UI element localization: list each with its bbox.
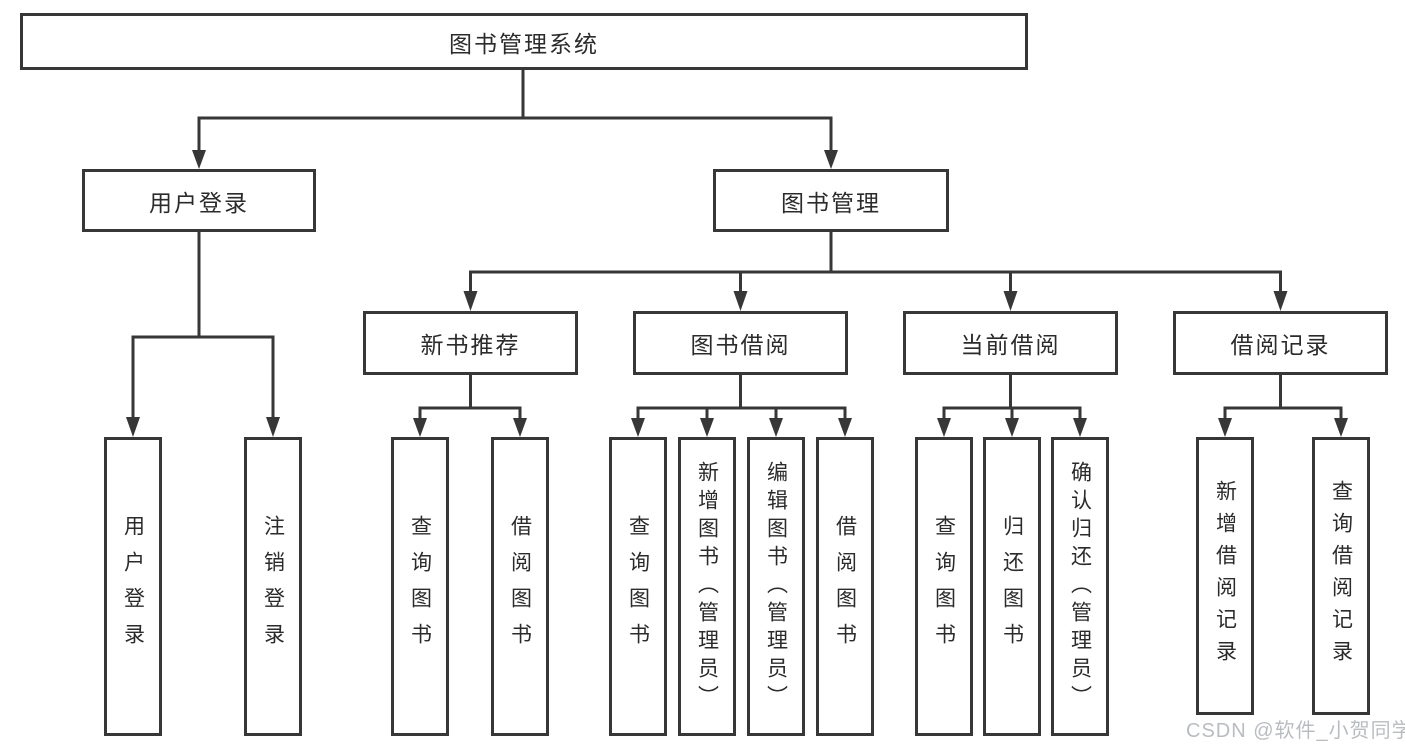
arrow-down-icon xyxy=(1218,418,1232,437)
arrow-down-icon xyxy=(126,417,140,437)
leaf-user-login: 用户登录 xyxy=(104,437,162,736)
node-book-management: 图书管理 xyxy=(713,169,949,232)
arrow-down-icon xyxy=(937,418,951,437)
leaf-label: 新增借阅记录 xyxy=(1213,480,1237,672)
leaf-label: 新增图书（管理员） xyxy=(695,460,719,713)
arrow-down-icon xyxy=(513,418,527,437)
leaf-label: 借阅图书 xyxy=(508,514,532,659)
csdn-watermark: CSDN @软件_小贺同学 xyxy=(1186,720,1405,742)
leaf-borrow-books-recommend: 借阅图书 xyxy=(491,437,549,736)
arrow-down-icon xyxy=(838,418,852,437)
arrow-down-icon xyxy=(413,418,427,437)
leaf-query-books-recommend: 查询图书 xyxy=(391,437,449,736)
leaf-borrow-books: 借阅图书 xyxy=(816,437,874,736)
node-label: 借阅记录 xyxy=(1230,332,1331,358)
node-borrowing-records: 借阅记录 xyxy=(1173,311,1388,375)
arrow-down-icon xyxy=(266,417,280,437)
leaf-label: 注销登录 xyxy=(261,514,285,659)
node-current-borrowing: 当前借阅 xyxy=(903,311,1118,375)
arrow-down-icon xyxy=(1073,418,1087,437)
leaf-add-book-admin: 新增图书（管理员） xyxy=(678,437,736,736)
arrow-down-icon xyxy=(824,150,838,169)
leaf-label: 查询图书 xyxy=(626,514,650,659)
arrow-down-icon xyxy=(733,291,748,311)
leaf-return-book: 归还图书 xyxy=(983,437,1041,736)
leaf-add-borrow-record: 新增借阅记录 xyxy=(1196,437,1254,715)
node-label: 图书管理 xyxy=(781,189,881,216)
leaf-edit-book-admin: 编辑图书（管理员） xyxy=(747,437,805,736)
leaf-confirm-return-admin: 确认归还（管理员） xyxy=(1051,437,1109,736)
arrow-down-icon xyxy=(700,418,714,437)
arrow-down-icon xyxy=(1334,418,1348,437)
leaf-label: 查询图书 xyxy=(408,514,432,659)
node-new-book-recommend: 新书推荐 xyxy=(363,311,578,375)
leaf-label: 确认归还（管理员） xyxy=(1068,460,1092,713)
arrow-down-icon xyxy=(631,418,645,437)
node-label: 图书管理系统 xyxy=(449,30,599,57)
arrow-down-icon xyxy=(192,150,206,169)
leaf-label: 编辑图书（管理员） xyxy=(764,460,788,713)
leaf-label: 借阅图书 xyxy=(833,514,857,659)
node-label: 图书借阅 xyxy=(690,332,791,358)
leaf-query-books-current: 查询图书 xyxy=(915,437,973,736)
node-user-login: 用户登录 xyxy=(82,169,316,232)
leaf-label: 查询图书 xyxy=(932,514,956,659)
node-label: 当前借阅 xyxy=(960,332,1061,358)
arrow-down-icon xyxy=(769,418,783,437)
node-root-system: 图书管理系统 xyxy=(20,13,1028,70)
leaf-query-books-borrowing: 查询图书 xyxy=(609,437,667,736)
arrow-down-icon xyxy=(1005,418,1019,437)
leaf-label: 用户登录 xyxy=(121,514,145,659)
arrow-down-icon xyxy=(1003,291,1018,311)
leaf-logout: 注销登录 xyxy=(244,437,302,736)
node-label: 用户登录 xyxy=(149,189,249,216)
leaf-label: 归还图书 xyxy=(1000,514,1024,659)
node-label: 新书推荐 xyxy=(420,332,521,358)
leaf-query-borrow-record: 查询借阅记录 xyxy=(1312,437,1370,715)
arrow-down-icon xyxy=(463,291,478,311)
leaf-label: 查询借阅记录 xyxy=(1329,480,1353,672)
arrow-down-icon xyxy=(1273,291,1288,311)
node-book-borrowing: 图书借阅 xyxy=(633,311,848,375)
